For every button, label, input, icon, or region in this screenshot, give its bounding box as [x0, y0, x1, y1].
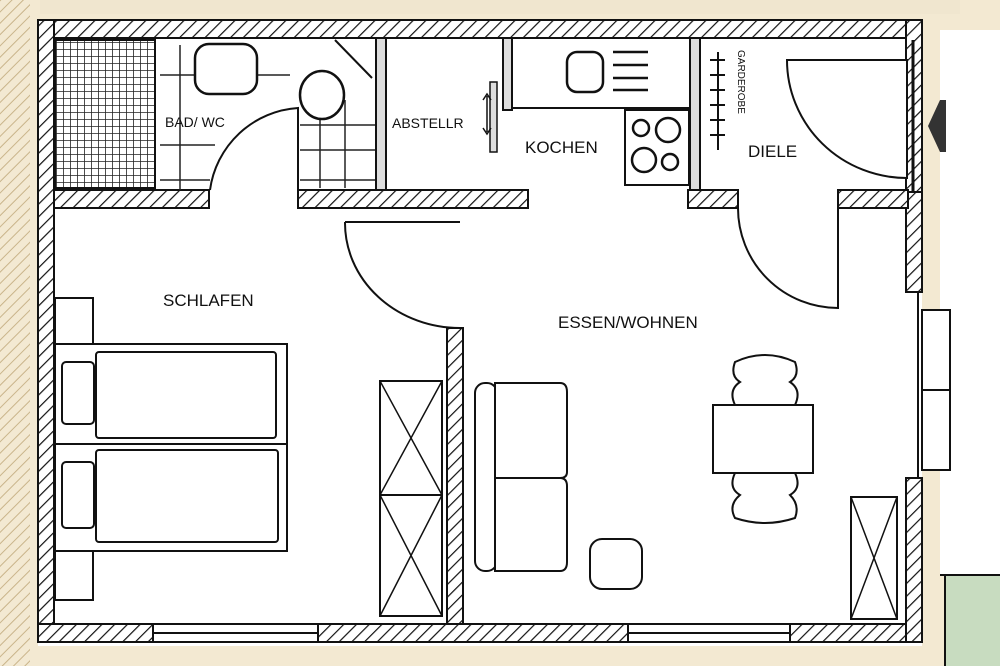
bedroom-door-swing: [343, 221, 461, 329]
wardrobe-icon: [379, 380, 443, 617]
garden-area: [945, 575, 1000, 666]
double-bed: [54, 297, 288, 601]
room-label-bad: BAD/ WC: [165, 114, 225, 130]
hallway: GARDEROBE DIELE: [710, 50, 946, 310]
washbasin-icon: [193, 42, 259, 96]
kitchen: KOCHEN: [512, 50, 690, 186]
room-label-abstell: ABSTELLR: [392, 115, 464, 131]
blanket: [95, 449, 279, 543]
blanket: [95, 351, 277, 439]
garderobe-label: GARDEROBE: [735, 50, 746, 114]
sofa-icon: [474, 382, 568, 572]
storage-room: ABSTELLR: [392, 81, 498, 153]
dining-set: [712, 354, 814, 524]
hallway-door-swing: [737, 207, 839, 310]
bathroom-door-swing: [209, 106, 299, 191]
nightstand: [54, 550, 94, 601]
room-label-schlafen: SCHLAFEN: [163, 291, 254, 310]
outer-walls: [37, 19, 951, 643]
living-room: ESSEN/WOHNEN: [474, 313, 898, 620]
bathroom: BAD/ WC: [54, 39, 375, 191]
room-label-diele: DIELE: [748, 142, 797, 161]
shower-tray: [54, 39, 156, 189]
stove-icon: [624, 109, 690, 186]
chair-icon: [731, 472, 799, 524]
entrance-arrow-icon: [928, 100, 946, 152]
armchair-icon: [589, 538, 643, 590]
interior-walls: [53, 37, 909, 625]
pillow: [61, 361, 95, 425]
sliding-door-arrow-icon: [482, 92, 492, 136]
coat-rack-icon: [710, 52, 725, 150]
room-label-kochen: KOCHEN: [525, 138, 598, 157]
room-label-wohnen: ESSEN/WOHNEN: [558, 313, 698, 332]
toilet-icon: [298, 39, 373, 121]
pillow: [61, 461, 95, 529]
chair-icon: [731, 354, 799, 406]
dining-table: [712, 404, 814, 474]
entrance-door-swing: [785, 59, 908, 180]
sink-icon: [565, 50, 605, 94]
bedroom: SCHLAFEN: [54, 221, 461, 617]
drainboard-icon: [613, 50, 648, 92]
nightstand: [54, 297, 94, 345]
cabinet-icon: [850, 496, 898, 620]
